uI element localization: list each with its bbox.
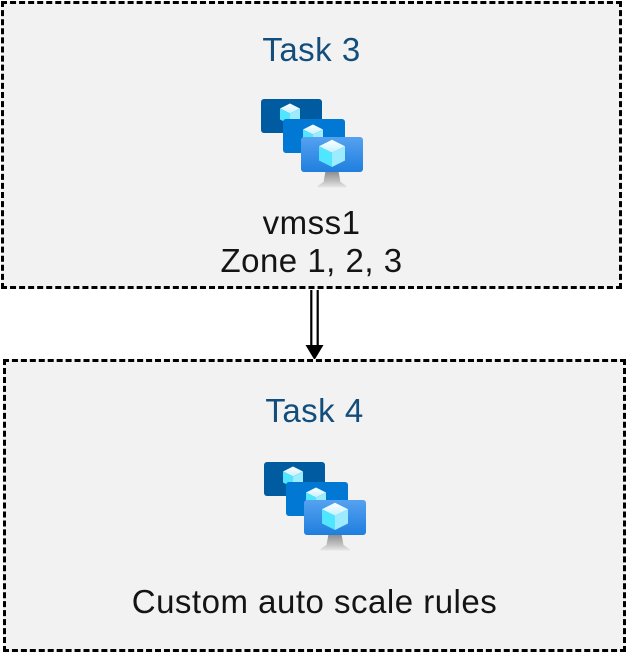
vmss-icon [260,99,363,188]
connector-task3-to-task4 [302,290,327,360]
vmss-icon [263,462,366,551]
vmss-name-label: vmss1 [262,204,361,241]
down-arrow-icon [305,290,324,360]
task3-box: Task 3 vmss1 Zone 1, 2, 3 [1,1,622,289]
zones-label: Zone 1, 2, 3 [220,242,403,279]
autoscale-rules-label: Custom auto scale rules [131,583,498,620]
task3-title: Task 3 [262,31,361,68]
task4-title: Task 4 [265,392,364,429]
task4-box: Task 4 Custom auto scale rules [3,359,626,652]
